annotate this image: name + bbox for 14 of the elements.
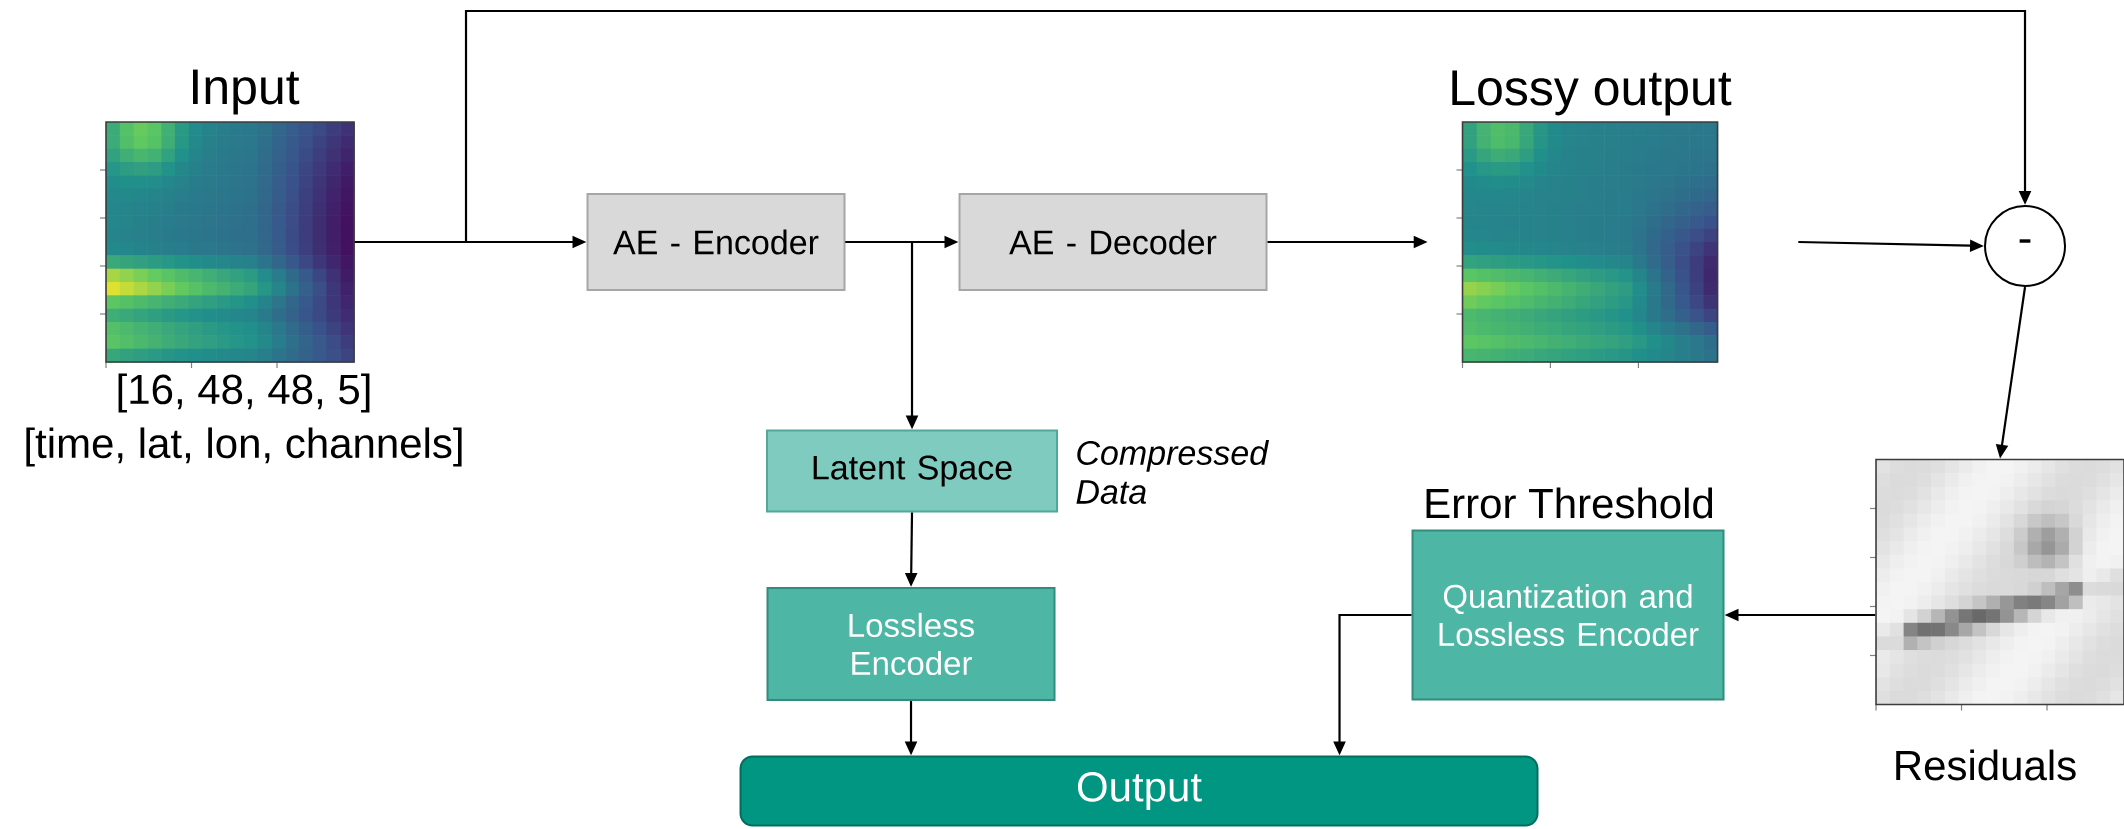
encoder-box: Quantization and Lossless Encoder: [1411, 529, 1725, 701]
shape-label: [time, lat, lon, channels]: [26, 427, 462, 467]
encoder-box: Lossless Encoder: [766, 587, 1056, 701]
output-bar: Output: [739, 755, 1539, 827]
box-heading: Error Threshold: [1426, 487, 1713, 519]
arrow: [354, 9, 2032, 244]
process-box: AE - Encoder: [586, 193, 846, 291]
image-title: Lossy output: [1452, 70, 1732, 116]
shape-label: [16, 48, 48, 5]: [118, 373, 370, 413]
note-text: Compressed Data: [1076, 440, 1269, 504]
process-box: AE - Decoder: [958, 193, 1268, 291]
image-caption: Residuals: [1896, 749, 2076, 781]
image-title: Input: [193, 69, 300, 115]
latent-box: Latent Space: [766, 429, 1058, 513]
